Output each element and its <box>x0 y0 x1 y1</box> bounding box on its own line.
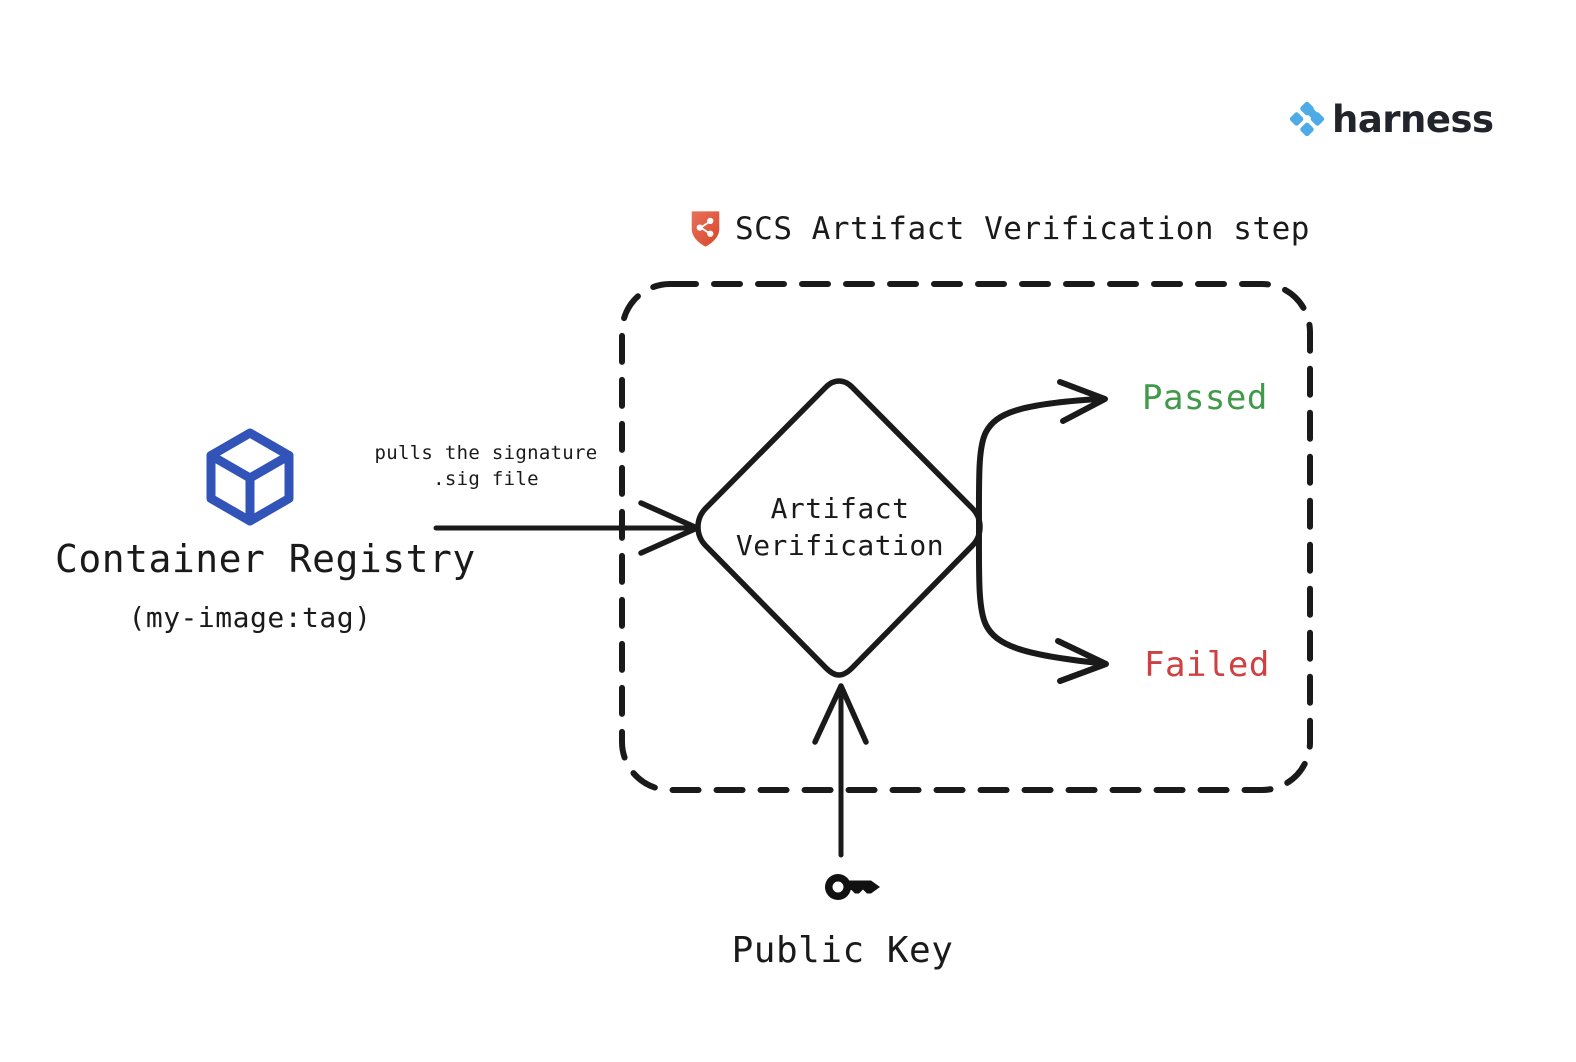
arrow-verification-to-passed <box>975 379 1108 530</box>
container-cube-icon-wrap <box>55 425 445 535</box>
public-key-label: Public Key <box>731 930 954 971</box>
scs-shield-icon <box>691 211 720 247</box>
artifact-verification-line2: Verification <box>735 529 945 562</box>
edge-label-line1: pulls the signature <box>374 442 598 464</box>
step-title-label: SCS Artifact Verification step <box>735 211 1310 247</box>
arrow-publickey-to-verification <box>812 683 869 858</box>
public-key-node: Public Key <box>700 862 985 971</box>
harness-logo: harness <box>1288 100 1494 138</box>
container-registry-label: Container Registry <box>55 537 476 581</box>
container-registry-node: Container Registry (my-image:tag) <box>55 425 476 634</box>
container-registry-sublabel: (my-image:tag) <box>128 601 372 634</box>
edge-label-pulls-signature: pulls the signature .sig file <box>372 440 600 492</box>
container-cube-icon <box>206 428 294 526</box>
step-title: SCS Artifact Verification step <box>690 210 1310 248</box>
outcome-failed-label: Failed <box>1144 645 1270 685</box>
artifact-verification-label: Artifact Verification <box>700 490 980 564</box>
key-icon-wrap <box>700 862 985 924</box>
edge-label-line2: .sig file <box>433 468 539 490</box>
harness-diamond-icon <box>1289 101 1325 137</box>
harness-wordmark: harness <box>1332 97 1494 141</box>
outcome-passed-label: Passed <box>1142 378 1268 418</box>
arrow-verification-to-failed <box>975 524 1109 684</box>
key-icon <box>824 874 880 900</box>
artifact-verification-line1: Artifact <box>770 492 910 525</box>
